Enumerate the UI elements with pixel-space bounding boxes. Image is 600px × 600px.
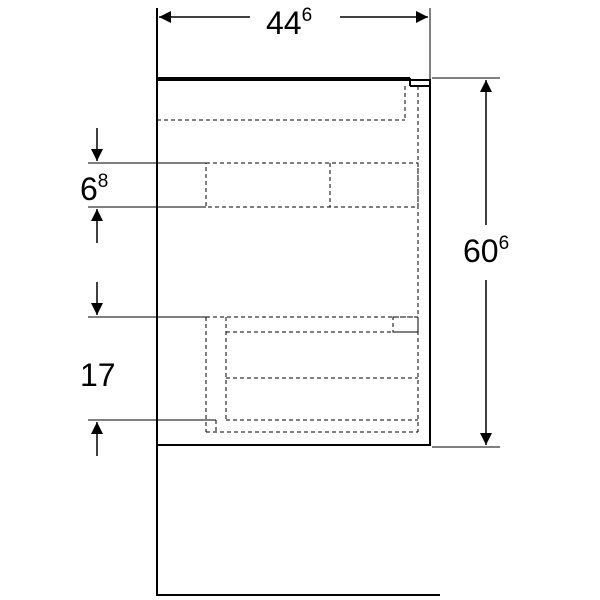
hidden-lines (157, 86, 419, 433)
height-label: 606 (463, 233, 509, 269)
wall (156, 8, 440, 596)
upper-drawer-outline (205, 162, 419, 208)
lower-drawer-dimension (88, 282, 216, 456)
cabinet (156, 77, 431, 446)
upper-drawer-dimension (88, 128, 206, 243)
width-dimension (159, 8, 431, 80)
lower-drawer-handle (392, 316, 419, 333)
width-label: 446 (266, 5, 312, 41)
lower-drawer-label: 17 (80, 357, 116, 393)
height-dimension (432, 77, 500, 448)
upper-drawer-label: 68 (80, 171, 108, 207)
cabinet-outline (156, 79, 431, 446)
